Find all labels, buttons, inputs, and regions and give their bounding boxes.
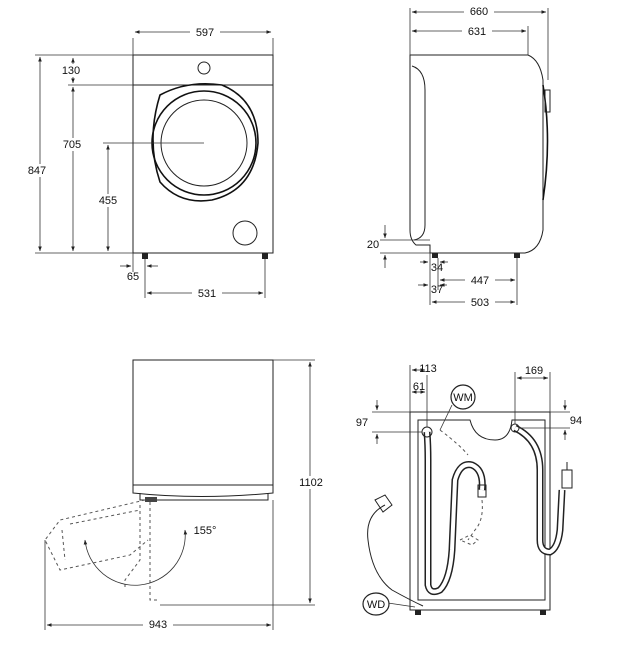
dim-rear-61: 61 xyxy=(413,381,425,393)
dim-side-foot-span: 447 xyxy=(471,275,489,287)
rear-wall-plug xyxy=(374,494,393,513)
rear-label-wd-bubble xyxy=(362,592,390,616)
rear-foot-left xyxy=(415,610,421,615)
top-machine-body xyxy=(132,359,274,486)
dim-front-door-bottom-height: 455 xyxy=(99,195,117,207)
top-door-angle-arc xyxy=(83,529,188,586)
dim-front-top-offset: 130 xyxy=(62,65,80,77)
dim-side-foot-height: 20 xyxy=(367,239,379,251)
rear-back-panel xyxy=(417,419,546,601)
dim-side-foot-offset-front: 34 xyxy=(431,262,443,274)
side-view: 660 631 20 34 447 37 503 xyxy=(367,5,551,309)
front-control-knob xyxy=(197,61,211,75)
side-foot-rear xyxy=(432,253,438,258)
dim-top-door-angle: 155° xyxy=(194,525,217,537)
dim-top-total-height-open: 1102 xyxy=(299,477,323,489)
dim-rear-113: 113 xyxy=(419,363,437,375)
side-foot-front xyxy=(514,253,520,258)
dim-side-foot-offset-rear: 37 xyxy=(431,284,443,296)
rear-foot-right xyxy=(540,610,546,615)
dim-front-foot-span: 531 xyxy=(198,288,216,300)
top-door-open xyxy=(44,499,149,571)
rear-water-spray xyxy=(458,534,479,546)
dim-side-total-depth: 660 xyxy=(470,6,488,18)
front-machine-body xyxy=(132,54,274,254)
top-door-hinge xyxy=(145,497,157,502)
dim-rear-94: 94 xyxy=(570,415,582,427)
dim-top-width-door-open: 943 xyxy=(149,619,167,631)
dim-front-width: 597 xyxy=(196,27,214,39)
rear-internal-routing xyxy=(439,429,483,541)
rear-label-wm: WM xyxy=(453,392,473,404)
dim-rear-97: 97 xyxy=(356,417,368,429)
rear-label-wd: WD xyxy=(367,599,385,611)
dim-front-total-height: 847 xyxy=(28,165,46,177)
side-door-handle xyxy=(544,89,551,113)
dim-side-depth-to-rear-foot: 503 xyxy=(471,297,489,309)
rear-view: WM WD 113 61 169 97 94 xyxy=(356,363,582,616)
front-service-flap xyxy=(232,220,258,246)
rear-wall-drain-hose xyxy=(367,504,424,607)
dim-rear-169: 169 xyxy=(525,365,543,377)
rear-machine-body xyxy=(409,411,551,611)
rear-drain-clip xyxy=(477,484,487,498)
front-foot-right xyxy=(262,253,268,259)
top-door-closed xyxy=(139,493,269,501)
top-front-panel xyxy=(132,485,274,497)
rear-inlet-tap-fitting xyxy=(561,469,573,489)
front-foot-left xyxy=(142,253,148,259)
dim-front-foot-offset: 65 xyxy=(127,271,139,283)
side-machine-body xyxy=(409,54,544,254)
dim-front-door-center-height: 705 xyxy=(63,139,81,151)
side-back-panel xyxy=(411,65,426,241)
dim-side-body-depth: 631 xyxy=(468,26,486,38)
rear-label-wm-bubble xyxy=(450,384,476,410)
front-door-outer xyxy=(152,82,259,202)
front-view: 597 847 130 705 455 65 531 xyxy=(24,25,274,300)
top-view: 155° 1102 943 xyxy=(44,359,326,631)
